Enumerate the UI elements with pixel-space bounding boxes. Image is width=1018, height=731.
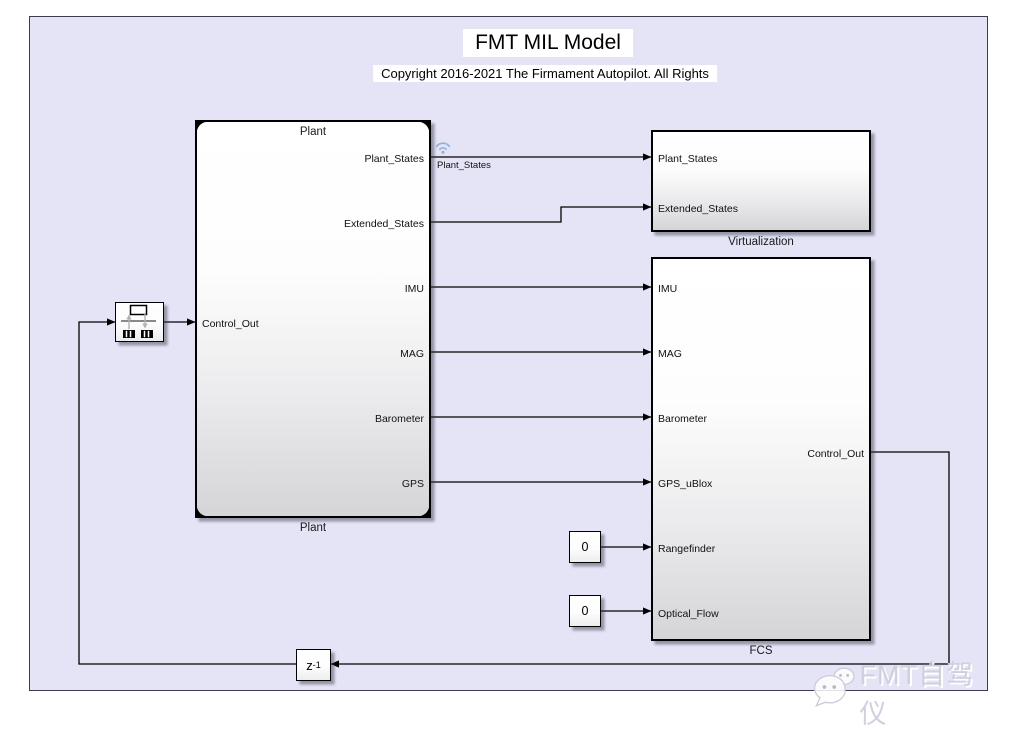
model-canvas[interactable]: FMT MIL Model Copyright 2016-2021 The Fi… [29, 16, 988, 729]
bus-io-icon [121, 304, 156, 338]
copyright-text: Copyright 2016-2021 The Firmament Autopi… [381, 66, 709, 81]
plant-corner-bottom-right [418, 505, 431, 518]
fcs-port-barometer: Barometer [658, 413, 708, 425]
constant-optical-flow-value: 0 [581, 604, 589, 618]
virtualization-port-extended-states: Extended_States [658, 203, 738, 215]
wire-extended-states[interactable] [431, 203, 652, 223]
constant-optical-flow-block[interactable]: 0 [569, 595, 601, 627]
plant-port-mag: MAG [400, 348, 424, 360]
fcs-port-mag: MAG [658, 348, 682, 360]
plant-port-plant-states: Plant_States [364, 153, 424, 165]
signal-label-plant-states: Plant_States [437, 160, 491, 171]
fcs-port-imu: IMU [658, 283, 678, 295]
fcs-port-optical-flow: Optical_Flow [658, 608, 719, 620]
plant-corner-top-right [418, 120, 431, 133]
plant-port-extended-states: Extended_States [344, 218, 424, 230]
plant-port-barometer: Barometer [374, 413, 424, 425]
constant-rangefinder-value: 0 [581, 540, 589, 554]
plant-inner-title: Plant [299, 126, 327, 138]
plant-corner-top-left [195, 120, 208, 133]
plant-block[interactable]: Plant Plant_States Extended_States IMU M… [195, 120, 431, 518]
copyright-annotation[interactable]: Copyright 2016-2021 The Firmament Autopi… [373, 65, 717, 82]
unit-delay-base: z [306, 657, 313, 673]
plant-port-control-out: Control_Out [202, 318, 259, 330]
fcs-port-gps-ublox: GPS_uBlox [658, 478, 713, 490]
logged-signal-wifi-icon [435, 142, 451, 154]
unit-delay-block[interactable]: z-1 [296, 649, 331, 681]
bus-io-block[interactable] [115, 302, 164, 342]
model-title-annotation[interactable]: FMT MIL Model [463, 29, 633, 57]
model-title-text: FMT MIL Model [475, 31, 621, 54]
wire-delay-to-bus[interactable] [78, 318, 296, 665]
wire-fcs-control-out-feedback[interactable] [330, 451, 950, 668]
fcs-port-rangefinder: Rangefinder [658, 543, 716, 555]
fcs-block[interactable]: IMU MAG Barometer GPS_uBlox Rangefinder … [651, 257, 871, 641]
plant-corner-bottom-left [195, 505, 208, 518]
plant-port-imu: IMU [404, 283, 424, 295]
constant-rangefinder-block[interactable]: 0 [569, 531, 601, 563]
virtualization-block[interactable]: Plant_States Extended_States [651, 130, 871, 232]
plant-port-gps: GPS [401, 478, 424, 490]
virtualization-port-plant-states: Plant_States [658, 153, 718, 165]
signal-wires [78, 153, 950, 668]
plant-block-label[interactable]: Plant [299, 522, 327, 534]
fcs-port-control-out: Control_Out [807, 448, 864, 460]
virtualization-block-label[interactable]: Virtualization [728, 236, 794, 248]
fcs-block-label[interactable]: FCS [749, 645, 773, 657]
